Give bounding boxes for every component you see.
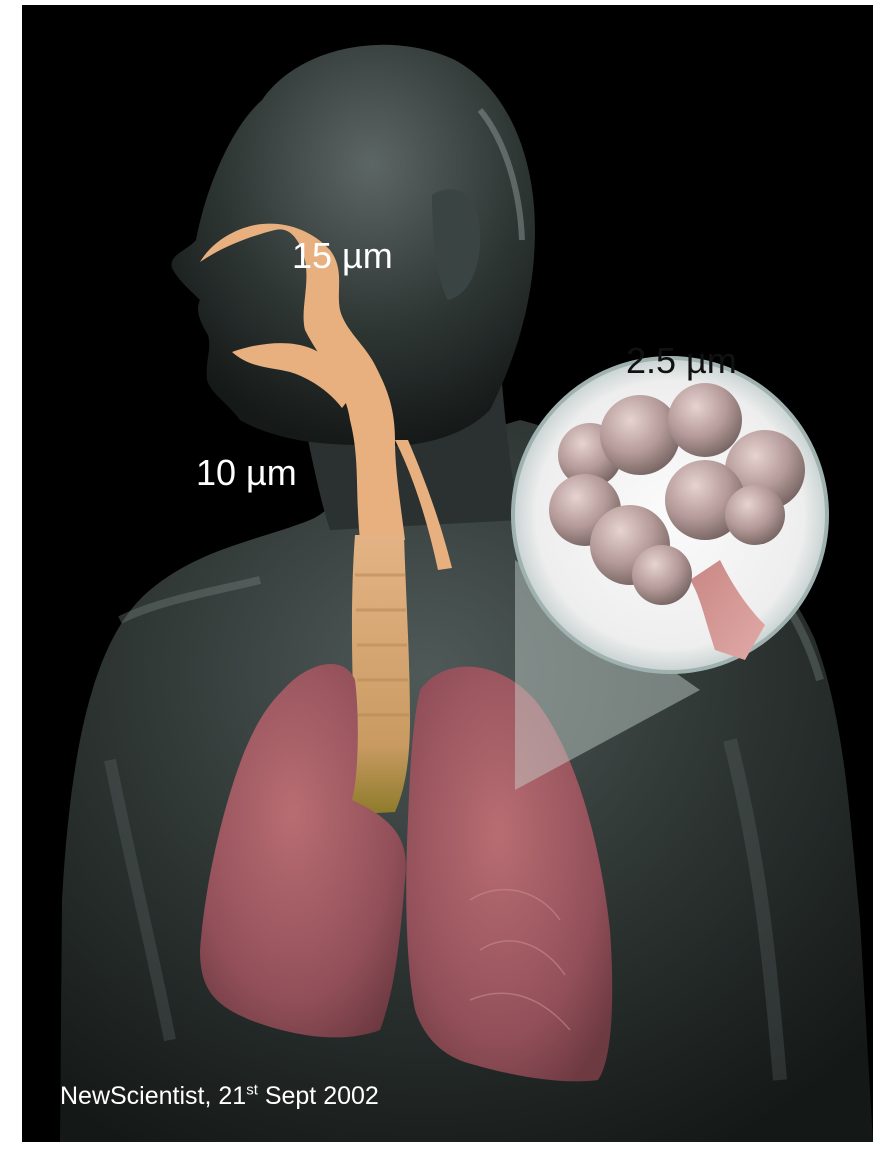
credit-date: Sept 2002: [258, 1082, 379, 1110]
source-credit: NewScientist, 21st Sept 2002: [60, 1082, 379, 1111]
alveoli-magnifier-icon: [513, 358, 827, 672]
alveoli-particle-size-label: 2.5 µm: [626, 343, 737, 379]
nose-particle-size-label: 15 µm: [292, 238, 393, 274]
throat-particle-size-label: 10 µm: [196, 455, 297, 491]
credit-ordinal-suffix: st: [246, 1082, 258, 1099]
credit-source: NewScientist, 21: [60, 1082, 246, 1110]
